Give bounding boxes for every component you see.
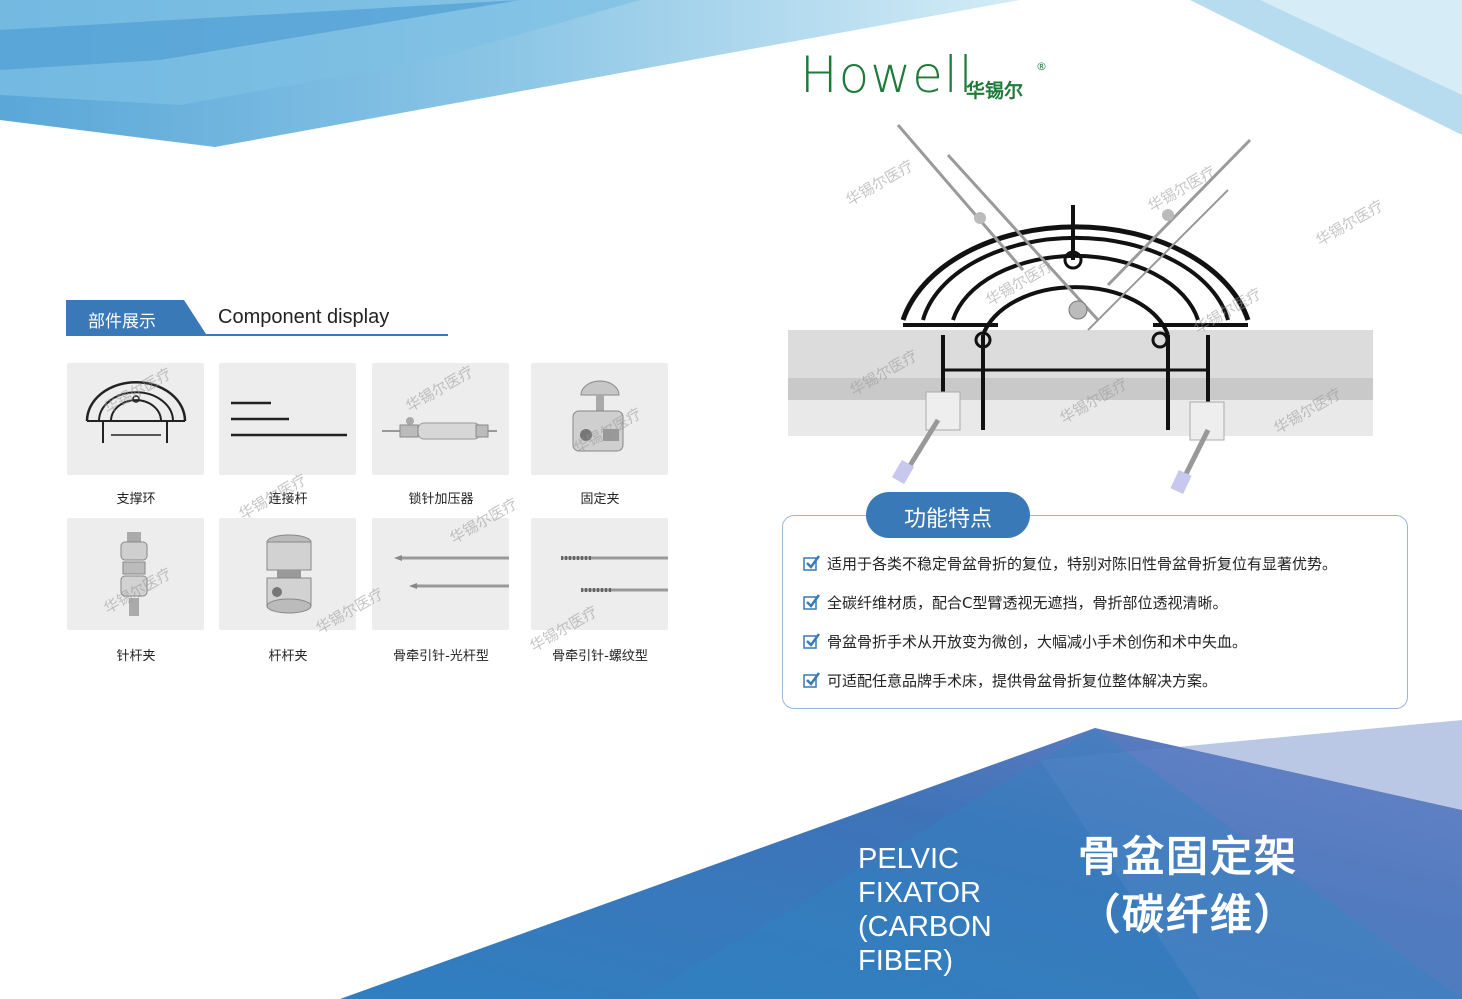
feature-text: 骨盆骨折手术从开放变为微创，大幅减小手术创伤和术中失血。: [827, 633, 1248, 651]
smooth-traction-pin-icon: [394, 555, 509, 589]
threaded-traction-pin-icon: [561, 556, 668, 592]
connecting-rod-icon: [231, 401, 347, 437]
component-label: 固定夹: [580, 492, 620, 507]
component-label: 杆杆夹: [268, 649, 308, 664]
registered-mark: ®: [1036, 60, 1047, 73]
component-card-rod-rod-clamp: [219, 518, 356, 630]
check-icon: [803, 594, 821, 610]
component-card-smooth-traction-pin: [372, 518, 509, 630]
section-underline: [66, 334, 448, 336]
product-title-cn: 骨盆固定架 （碳纤维）: [1078, 828, 1358, 944]
support-ring-icon: [85, 381, 187, 443]
component-label: 锁针加压器: [408, 492, 474, 507]
component-card-pin-lock-compressor: [372, 363, 509, 475]
feature-text: 可适配任意品牌手术床，提供骨盆骨折复位整体解决方案。: [827, 672, 1218, 690]
product-image-pelvic-fixator: [788, 124, 1373, 495]
section-tab: 部件展示: [66, 300, 206, 334]
brand-chinese-name: 华锡尔: [966, 80, 1024, 102]
features-title: 功能特点: [903, 507, 992, 532]
fixing-clamp-icon: [572, 380, 624, 452]
features-title-pill: 功能特点: [866, 492, 1030, 538]
section-title-cn: 部件展示: [88, 312, 156, 332]
component-grid: 支撑环 连接杆 锁针加压器 固定夹 针杆夹 杆杆夹 骨牵引针-光杆型 骨牵引针-…: [0, 0, 700, 700]
brand-logo: Howell 华锡尔 ®: [800, 46, 1060, 108]
component-label: 连接杆: [268, 492, 308, 507]
product-title-en-line1: PELVIC FIXATOR: [858, 843, 981, 909]
product-title-en-line2: (CARBON FIBER): [858, 911, 992, 977]
features-box: 适用于各类不稳定骨盆骨折的复位，特别对陈旧性骨盆骨折复位有显著优势。 全碳纤维材…: [782, 515, 1408, 709]
component-label: 骨牵引针-螺纹型: [552, 649, 648, 664]
check-icon: [803, 633, 821, 649]
brand-wordmark: Howell: [800, 46, 974, 104]
component-card-connecting-rod: [219, 363, 356, 475]
pin-lock-compressor-icon: [382, 417, 497, 440]
feature-text: 适用于各类不稳定骨盆骨折的复位，特别对陈旧性骨盆骨折复位有显著优势。: [827, 555, 1338, 573]
component-card-pin-rod-clamp: [67, 518, 204, 630]
section-header: 部件展示 Component display: [66, 300, 448, 336]
feature-text: 全碳纤维材质，配合C型臂透视无遮挡，骨折部位透视清晰。: [827, 594, 1228, 612]
rod-rod-clamp-icon: [266, 534, 312, 614]
component-label: 骨牵引针-光杆型: [393, 649, 489, 664]
product-title-en: PELVIC FIXATOR (CARBON FIBER): [858, 842, 1078, 978]
section-title-en: Component display: [218, 306, 390, 328]
product-title-cn-line2: （碳纤维）: [1078, 890, 1299, 939]
product-title-cn-line1: 骨盆固定架: [1078, 832, 1299, 881]
component-card-threaded-traction-pin: [531, 518, 668, 630]
check-icon: [803, 672, 821, 688]
pin-rod-clamp-icon: [120, 532, 148, 616]
check-icon: [803, 555, 821, 571]
component-card-support-ring: [67, 363, 204, 475]
component-label: 支撑环: [116, 492, 156, 507]
component-card-fixing-clamp: [531, 363, 668, 475]
component-label: 针杆夹: [116, 649, 156, 664]
